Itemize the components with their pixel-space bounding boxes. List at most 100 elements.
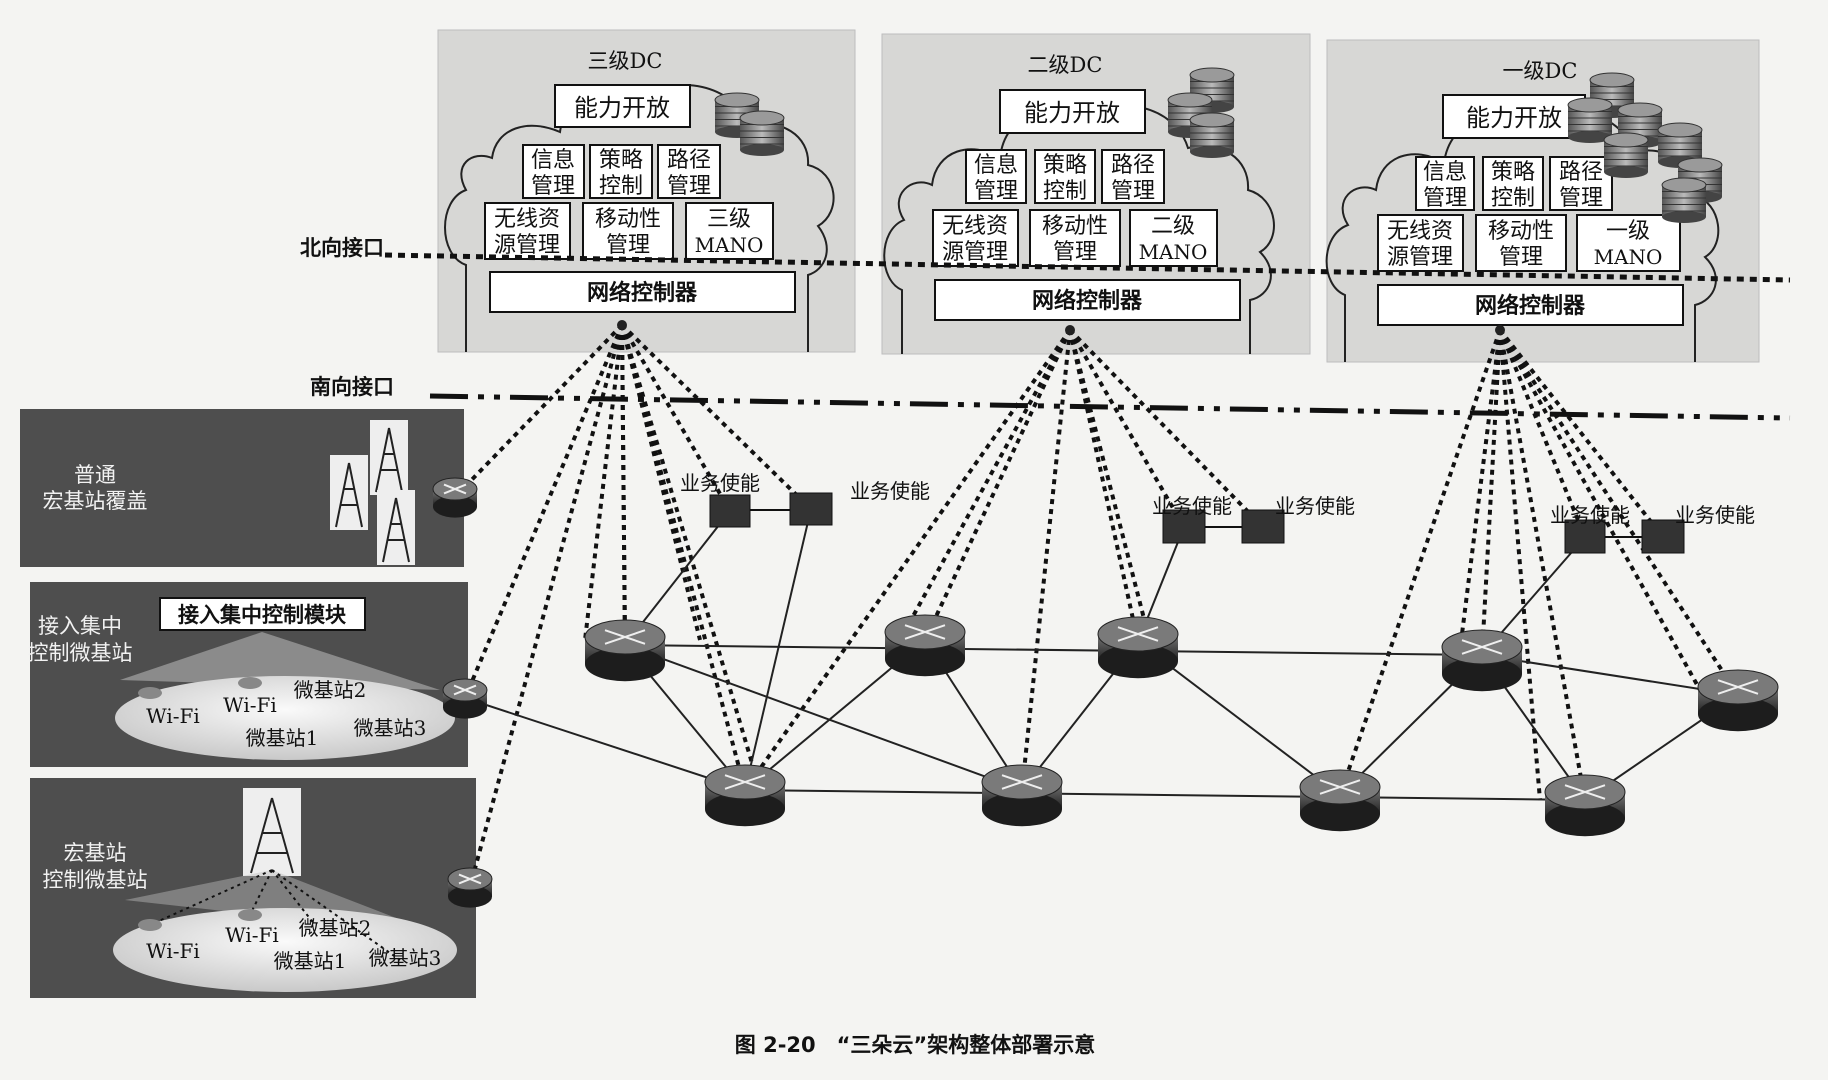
svg-text:策略: 策略 (599, 148, 643, 173)
router-icon (447, 867, 493, 908)
south-interface-label: 南向接口 (310, 375, 394, 399)
storage-icon (1189, 112, 1235, 158)
svg-text:信息: 信息 (531, 148, 575, 173)
network-links (453, 323, 1740, 888)
svg-text:管理: 管理 (667, 174, 711, 199)
router-icon (981, 764, 1063, 827)
svg-text:无线资: 无线资 (494, 207, 560, 232)
macro-tower-icon (330, 455, 368, 530)
controller-node (617, 320, 627, 330)
svg-text:控制: 控制 (1491, 186, 1535, 211)
svg-text:策略: 策略 (1491, 160, 1535, 185)
svg-text:MANO: MANO (695, 233, 764, 257)
storage-icon (1657, 122, 1703, 168)
panel-macro-control: 宏基站 控制微基站 Wi-Fi Wi-Fi 微基站2 微基站1 微基站3 (30, 778, 476, 998)
router-icon (1697, 669, 1779, 732)
svg-text:管理: 管理 (1499, 245, 1543, 270)
svg-text:微基站1: 微基站1 (246, 726, 319, 750)
network-controller: 网络控制器 (1475, 293, 1586, 319)
router-icon (442, 678, 488, 719)
service-enable-label: 业务使能 (1152, 494, 1232, 518)
svg-text:MANO: MANO (1139, 240, 1208, 264)
macro-tower-icon (243, 788, 301, 876)
storage-icon (1567, 97, 1613, 143)
svg-text:管理: 管理 (606, 233, 650, 258)
svg-text:普通: 普通 (74, 463, 116, 487)
storage-icons (714, 67, 1723, 223)
capability-open: 能力开放 (1466, 104, 1562, 132)
svg-text:源管理: 源管理 (1387, 245, 1453, 270)
svg-text:管理: 管理 (1053, 240, 1097, 265)
svg-text:移动性: 移动性 (1042, 214, 1108, 239)
svg-text:信息: 信息 (974, 153, 1018, 178)
capability-open: 能力开放 (1024, 99, 1120, 127)
svg-text:微基站3: 微基站3 (369, 946, 442, 970)
controller-node (1495, 325, 1505, 335)
svg-text:控制微基站: 控制微基站 (28, 641, 133, 665)
svg-text:管理: 管理 (1111, 179, 1155, 204)
svg-text:微基站3: 微基站3 (354, 716, 427, 740)
svg-text:无线资: 无线资 (942, 214, 1008, 239)
router-icon (584, 619, 666, 682)
svg-text:控制: 控制 (599, 174, 643, 199)
svg-text:微基站2: 微基站2 (299, 916, 372, 940)
svg-text:源管理: 源管理 (942, 240, 1008, 265)
router-icon (1097, 616, 1179, 679)
dc-title: 一级DC (1503, 59, 1578, 83)
svg-text:二级: 二级 (1151, 214, 1195, 239)
dc-title: 三级DC (588, 49, 663, 73)
service-enable-label: 业务使能 (1675, 503, 1755, 527)
wifi-ap-icon (138, 687, 162, 699)
macro-tower-icon (370, 420, 408, 495)
svg-text:路径: 路径 (1111, 153, 1155, 178)
storage-icon (739, 110, 785, 156)
service-enable-group: 业务使能 业务使能 业务使能 业务使能 业务使能 业务使能 (680, 471, 1755, 554)
router-icon (1544, 774, 1626, 837)
svg-text:控制微基站: 控制微基站 (43, 868, 148, 892)
svg-text:接入集中: 接入集中 (38, 614, 122, 638)
wifi-ap-icon (238, 909, 262, 921)
svg-text:微基站2: 微基站2 (294, 678, 367, 702)
svg-text:信息: 信息 (1423, 160, 1467, 185)
svg-text:移动性: 移动性 (595, 207, 661, 232)
service-enable-label: 业务使能 (1550, 503, 1630, 527)
svg-text:MANO: MANO (1594, 245, 1663, 269)
routers (432, 320, 1779, 908)
svg-text:无线资: 无线资 (1387, 219, 1453, 244)
svg-text:Wi-Fi: Wi-Fi (223, 693, 277, 717)
macro-tower-icon (377, 490, 415, 565)
network-controller: 网络控制器 (587, 280, 698, 306)
svg-text:管理: 管理 (1423, 186, 1467, 211)
svg-text:Wi-Fi: Wi-Fi (225, 923, 279, 947)
svg-text:管理: 管理 (531, 174, 575, 199)
dc-title: 二级DC (1028, 53, 1103, 77)
svg-text:管理: 管理 (974, 179, 1018, 204)
svg-text:控制: 控制 (1043, 179, 1087, 204)
storage-icon (1661, 177, 1707, 223)
figure-caption: 图 2-20 “三朵云”架构整体部署示意 (735, 1033, 1095, 1057)
coverage-area (115, 676, 455, 760)
svg-text:三级: 三级 (707, 207, 751, 232)
north-interface-line (384, 252, 1791, 283)
svg-text:移动性: 移动性 (1488, 219, 1554, 244)
service-enable-label: 业务使能 (680, 471, 760, 495)
svg-text:路径: 路径 (1559, 160, 1603, 185)
service-enable-label: 业务使能 (1275, 494, 1355, 518)
svg-text:一级: 一级 (1606, 219, 1650, 244)
south-interface-line (429, 393, 1791, 421)
service-enable-label: 业务使能 (850, 479, 930, 503)
